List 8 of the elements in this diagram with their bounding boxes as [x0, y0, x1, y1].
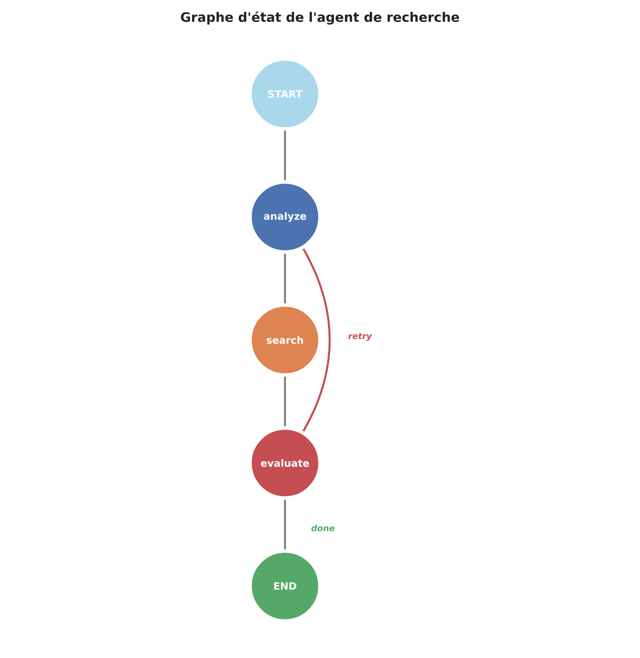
edge-label: retry — [348, 333, 372, 341]
edge-label: done — [311, 524, 335, 532]
connector — [284, 500, 286, 550]
title: Graphe d'état de l'agent de recherche — [180, 11, 460, 25]
connector — [302, 248, 331, 432]
connector — [284, 376, 286, 426]
connector — [284, 130, 286, 180]
connector — [284, 254, 286, 304]
